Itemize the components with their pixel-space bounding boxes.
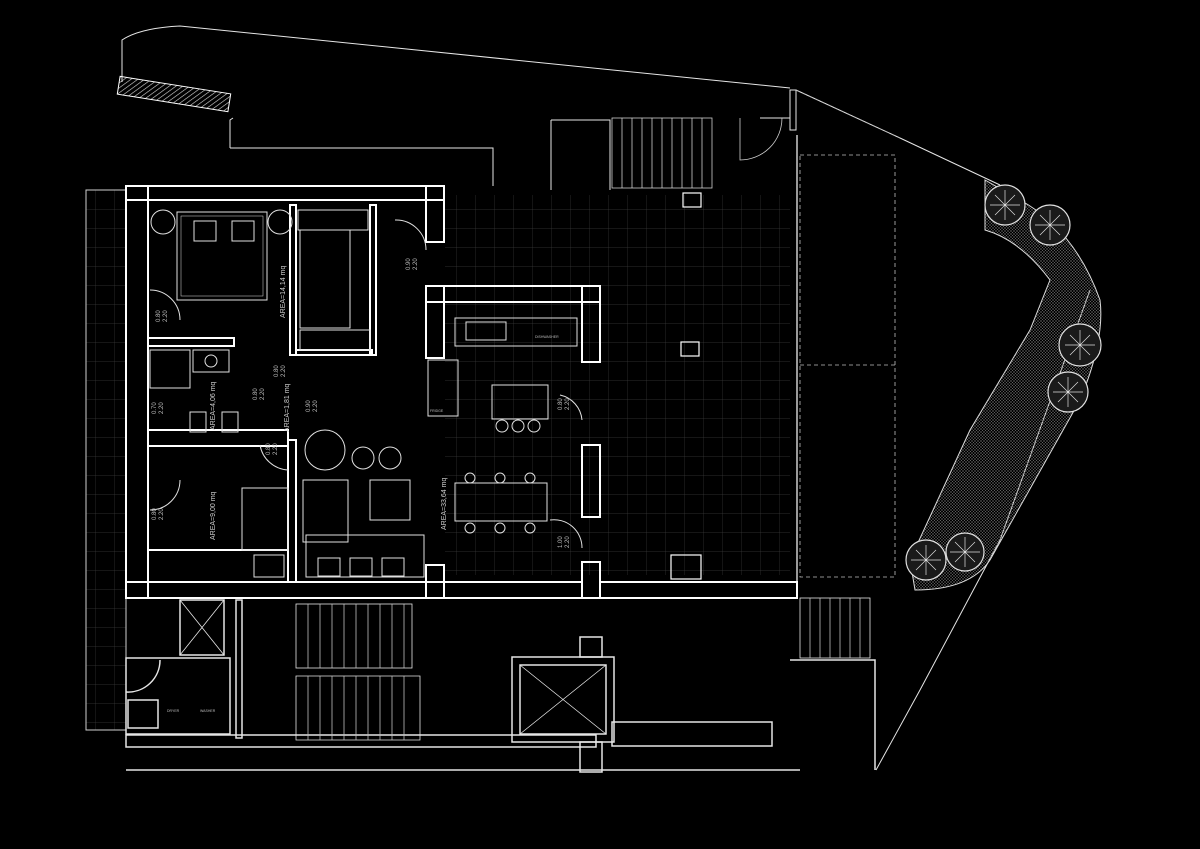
bedroom-area: AREA=14,14 mq — [280, 266, 287, 318]
corridor-area: AREA=1,81 mq — [284, 383, 291, 432]
door-tag-6: 0.80 — [266, 443, 272, 455]
apartment-walls — [125, 185, 798, 599]
door-tag-7-h: 2.20 — [159, 508, 165, 520]
hatched-canopy — [116, 75, 232, 113]
terrace-columns — [670, 192, 702, 580]
door-tag-8: 0.90 — [306, 400, 312, 412]
door-tag-2: 0.90 — [406, 258, 412, 270]
bathroom-fixtures — [149, 289, 239, 433]
door-tag-3-h: 2.20 — [159, 402, 165, 414]
bathroom-area: AREA=4,06 mq — [210, 381, 217, 430]
lower-level — [125, 597, 876, 773]
appliance-label-dishwasher: DISHWASHER — [535, 335, 559, 339]
bedroom-furniture — [150, 209, 371, 351]
west-balcony — [85, 189, 127, 731]
door-tag-4: 0.80 — [253, 388, 259, 400]
door-tag-6-h: 2.20 — [273, 443, 279, 455]
study-area: AREA=9,00 mq — [210, 491, 217, 540]
door-tag-3: 0.70 — [152, 402, 158, 414]
door-tag-1-h: 2.20 — [163, 310, 169, 322]
appliance-label-washer: WASHER — [200, 709, 216, 713]
lower-stair-treads — [307, 598, 861, 740]
door-tags: 0.80 2.20 0.90 2.20 0.70 2.20 0.80 2.20 … — [152, 258, 571, 548]
door-tag-7: 0.80 — [152, 508, 158, 520]
door-tag-1: 0.80 — [156, 310, 162, 322]
door-tag-2-h: 2.20 — [413, 258, 419, 270]
door-tag-9: 0.80 — [558, 398, 564, 410]
garden-planter — [905, 179, 1102, 591]
door-tag-10: 1.00 — [558, 536, 564, 548]
door-tag-5: 0.80 — [274, 365, 280, 377]
north-stair — [611, 117, 783, 189]
appliance-label-dryer: DRYER — [167, 709, 180, 713]
living-kitchen-furniture — [302, 219, 583, 578]
door-tag-4-h: 2.20 — [260, 388, 266, 400]
door-tag-8-h: 2.20 — [313, 400, 319, 412]
appliance-label-fridge: FRIDGE — [430, 409, 444, 413]
living-area: AREA=33,64 mq — [441, 478, 448, 530]
door-tag-10-h: 2.20 — [565, 536, 571, 548]
pergola-outline — [795, 89, 901, 578]
study-furniture — [149, 444, 289, 578]
door-tag-9-h: 2.20 — [565, 398, 571, 410]
door-tag-5-h: 2.20 — [281, 365, 287, 377]
